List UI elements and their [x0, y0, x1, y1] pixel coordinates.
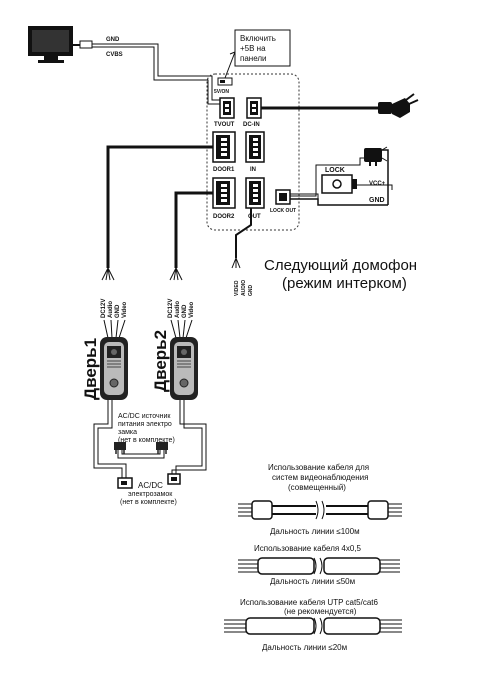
lock-wires — [290, 149, 393, 206]
cable-4x05-icon — [238, 557, 400, 575]
tvout-connector — [219, 97, 235, 119]
cable-coax-distance: Дальность линии ≤100м — [270, 527, 360, 536]
tvout-label: TVOUT — [214, 122, 235, 128]
door2-cable — [169, 191, 213, 281]
power-note-line2: +5В на — [240, 44, 266, 53]
lock-vcc-label: VCC+ — [369, 181, 386, 187]
door1-panel-icon — [100, 337, 128, 400]
power-note-line1: Включить — [240, 34, 276, 43]
cable-utp-title-line1: Использование кабеля UTP cat5/cat6 — [240, 598, 379, 607]
elock-icon — [117, 473, 181, 489]
door2-wire-gnd: GND — [182, 304, 188, 318]
door2-wire-dc12v: DC12V — [168, 299, 174, 318]
door1-connector — [212, 131, 236, 163]
door2-label: DOOR2 — [213, 214, 235, 220]
cable-utp-distance: Дальность линии ≤20м — [262, 643, 347, 652]
elock-line1: AC/DC — [138, 481, 163, 490]
out-cable — [231, 208, 252, 269]
door2-wire-video: Video — [189, 301, 195, 318]
elock-line3: (нет в комплекте) — [120, 499, 177, 506]
door1-wire-dc12v: DC12V — [101, 299, 107, 318]
door1-wire-gnd: GND — [115, 304, 121, 318]
door2-panel-icon — [170, 337, 198, 400]
cable-coax-title-line2: систем видеонаблюдения — [272, 473, 368, 482]
power-note: Включить +5В на панели — [224, 29, 291, 79]
lock-label: LOCK — [325, 167, 345, 174]
board-outline — [206, 73, 300, 231]
lock-source-line2: питания электро — [118, 421, 172, 428]
lock-source-line1: AC/DC источник — [118, 413, 171, 420]
monitor-cable — [73, 40, 220, 105]
cable-4x05-distance: Дальность линии ≤50м — [270, 577, 355, 586]
lock-source-plug2-icon — [156, 442, 168, 454]
door1-wire-audio: Audio — [108, 301, 114, 318]
lock-source-plug1-icon — [114, 442, 126, 454]
next-intercom-title: Следующий домофон — [264, 257, 417, 274]
door1-label: DOOR1 — [213, 167, 235, 173]
gnd-label: GND — [106, 37, 120, 43]
lock-icon — [321, 174, 357, 194]
door2-wire-audio: Audio — [175, 301, 181, 318]
cable-coax-icon — [238, 500, 402, 520]
lock-source-line3: замка — [118, 429, 137, 436]
next-intercom-wires: VIDEO AUDIO GND — [234, 280, 254, 296]
dcin-label: DC-IN — [243, 122, 260, 128]
in-label: IN — [250, 167, 256, 173]
lockout-label: LOCK OUT — [270, 208, 296, 214]
switch-icon — [217, 77, 233, 86]
out-connector — [245, 177, 265, 209]
next-wire-audio: AUDIO — [241, 280, 247, 296]
door1-cable — [101, 145, 213, 281]
door1-wire-video: Video — [122, 301, 128, 318]
switch-label: 5V/ON — [214, 89, 229, 95]
lock-source-line4: (нет в комплекте) — [118, 437, 175, 444]
out-label: OUT — [248, 214, 261, 220]
next-wire-gnd: GND — [248, 285, 254, 297]
cable-4x05-title: Использование кабеля 4x0,5 — [254, 544, 362, 553]
panel-feed-wires — [103, 319, 193, 339]
next-intercom-subtitle: (режим интерком) — [282, 275, 407, 292]
door1-title: Дверь1 — [81, 338, 100, 400]
cable-coax-title-line1: Использование кабеля для — [268, 463, 369, 472]
cable-coax-title-line3: (совмещенный) — [288, 483, 346, 492]
cable-utp-icon — [224, 617, 402, 635]
door2-title: Дверь2 — [151, 330, 170, 392]
lock-gnd-label: GND — [369, 197, 385, 204]
door2-connector — [212, 177, 236, 209]
in-connector — [245, 131, 265, 163]
monitor-icon — [28, 26, 73, 63]
power-cable — [261, 93, 419, 118]
power-note-line3: панели — [240, 54, 267, 63]
cable-utp-title-line2: (не рекомендуется) — [284, 607, 357, 616]
elock-line2: электрозамок — [128, 491, 173, 498]
lock-power-plug-icon — [364, 146, 388, 166]
next-wire-video: VIDEO — [234, 280, 240, 296]
cvbs-label: CVBS — [106, 52, 123, 58]
lockout-connector — [275, 189, 291, 205]
dcin-connector — [246, 97, 262, 119]
